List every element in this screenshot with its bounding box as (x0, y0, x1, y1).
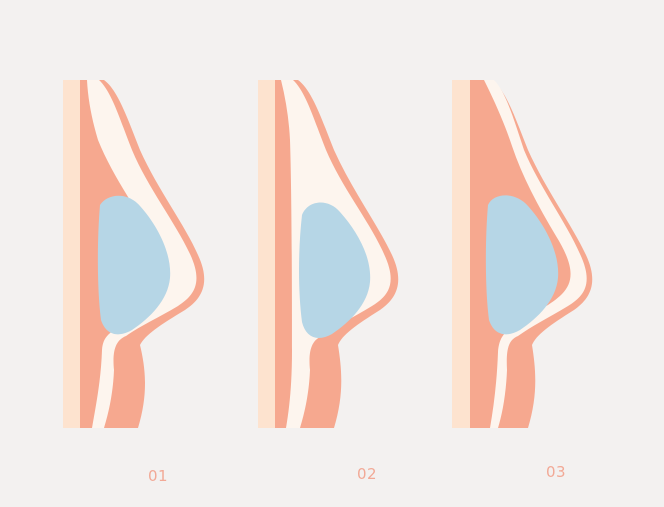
panel-1-skin-layer (87, 80, 197, 428)
panel-2-label: 02 (357, 465, 378, 483)
panel-1-label: 01 (148, 467, 169, 485)
panel-1-implant (97, 195, 171, 335)
panel-3-label: 03 (546, 463, 567, 481)
panel-3-illustration (452, 80, 593, 428)
panel-3-skin-layer (484, 80, 587, 428)
panel-1-illustration (63, 80, 205, 428)
panel-2-implant (299, 202, 371, 338)
panel-2-illustration (258, 80, 399, 428)
panel-3-implant (485, 195, 559, 335)
